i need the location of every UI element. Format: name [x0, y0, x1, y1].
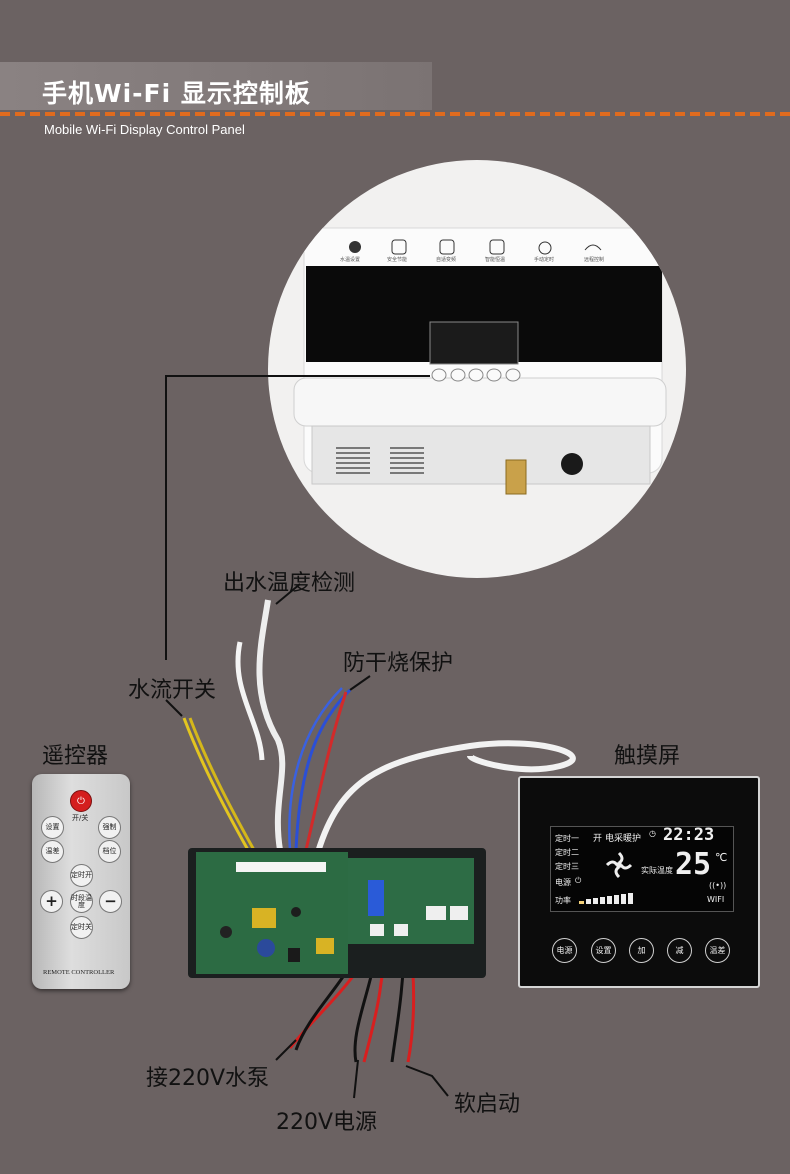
lcd-mode: 电采暖护 — [605, 834, 642, 844]
remote-button-timer-on[interactable]: 定时开 — [70, 864, 93, 887]
lcd-actual-temp-label: 实际温度 — [641, 866, 673, 875]
label-touch-screen: 触摸屏 — [614, 744, 681, 769]
leader-line-pump — [275, 1039, 297, 1061]
icon-label: 远程控制 — [584, 257, 605, 263]
remote-minus-button[interactable]: − — [99, 890, 122, 913]
relay-components — [368, 880, 468, 936]
leader-line-temp-sensor — [275, 583, 301, 605]
icon-label: 安全节能 — [387, 257, 408, 263]
lcd-wifi: WIFI — [707, 895, 725, 904]
panel-button-decrease[interactable]: 减 — [667, 938, 692, 963]
leader-line-dry-burn — [349, 675, 371, 691]
power-icon: ⏻ — [575, 876, 582, 885]
remote-brand-text: REMOTE CONTROLLER — [43, 969, 115, 976]
leader-line-flow-switch — [165, 375, 430, 660]
water-heater-illustration — [293, 227, 667, 495]
clock-icon: ◷ — [649, 829, 656, 838]
leader-line-soft-start — [405, 1065, 449, 1097]
header-divider — [0, 112, 790, 116]
icon-label: 自适变频 — [436, 257, 457, 263]
remote-button-gear[interactable]: 档位 — [98, 840, 121, 863]
lcd-on: 开 — [593, 834, 603, 844]
remote-button-force[interactable]: 强制 — [98, 816, 121, 839]
label-soft-start: 软启动 — [454, 1092, 521, 1117]
label-dry-burn-protection: 防干烧保护 — [343, 651, 454, 676]
lcd-time: 22:23 — [663, 825, 715, 845]
panel-button-settings[interactable]: 设置 — [591, 938, 616, 963]
page-title: 手机Wi-Fi 显示控制板 — [42, 79, 311, 108]
remote-button-settings[interactable]: 设置 — [41, 816, 64, 839]
icon-label: 水温设置 — [340, 257, 361, 263]
remote-plus-button[interactable]: + — [40, 890, 63, 913]
panel-button-increase[interactable]: 加 — [629, 938, 654, 963]
touch-screen-panel: 定时一 开 定时二 定时三 电采暖护 ◷ 22:23 实际温度 25 ℃ 电源 … — [518, 776, 760, 988]
lcd-display: 定时一 开 定时二 定时三 电采暖护 ◷ 22:23 实际温度 25 ℃ 电源 … — [550, 825, 734, 912]
label-power-220v: 220V电源 — [276, 1110, 378, 1135]
lcd-unit: ℃ — [715, 851, 728, 864]
remote-button-temp-diff[interactable]: 温差 — [41, 840, 64, 863]
icon-label: 智能恒温 — [485, 257, 506, 263]
lcd-timer2: 定时二 — [555, 848, 579, 857]
page-subtitle: Mobile Wi-Fi Display Control Panel — [44, 122, 245, 137]
label-water-flow-switch: 水流开关 — [128, 678, 217, 703]
remote-power-button[interactable]: ⏻ — [70, 790, 92, 812]
label-remote: 遥控器 — [42, 744, 109, 769]
control-board-main — [196, 852, 348, 974]
remote-button-period-temp[interactable]: 时段温度 — [70, 890, 93, 913]
leader-line-flow-switch-tip — [165, 699, 183, 717]
remote-controller: ⏻ 开/关 设置 强制 温差 档位 定时开 时段温度 定时关 + − REMOT… — [32, 774, 130, 989]
label-pump-220v: 接220V水泵 — [146, 1066, 270, 1091]
power-level-bars — [579, 893, 633, 904]
lcd-timer1: 定时一 — [555, 834, 579, 843]
leader-line-power — [353, 1059, 359, 1099]
device-photo: 水温设置 安全节能 自适变频 智能恒温 手动定时 远程控制 — [268, 160, 686, 578]
label-water-temp-sensor: 出水温度检测 — [223, 571, 356, 596]
lcd-power: 电源 — [555, 878, 571, 887]
remote-power-label: 开/关 — [72, 814, 89, 822]
panel-button-temp-diff[interactable]: 温差 — [705, 938, 730, 963]
power-icon: ⏻ — [77, 795, 85, 807]
header-band — [0, 62, 432, 110]
fan-icon — [605, 851, 633, 879]
icon-label: 手动定时 — [534, 257, 555, 263]
wifi-icon: ((•)) — [709, 881, 727, 890]
panel-button-power[interactable]: 电源 — [552, 938, 577, 963]
pcb-components — [220, 862, 334, 962]
remote-button-timer-off[interactable]: 定时关 — [70, 916, 93, 939]
control-board-relay-section — [348, 858, 474, 944]
lcd-power-rate: 功率 — [555, 896, 571, 905]
lcd-timer3: 定时三 — [555, 862, 579, 871]
lcd-temperature: 25 — [675, 847, 712, 882]
